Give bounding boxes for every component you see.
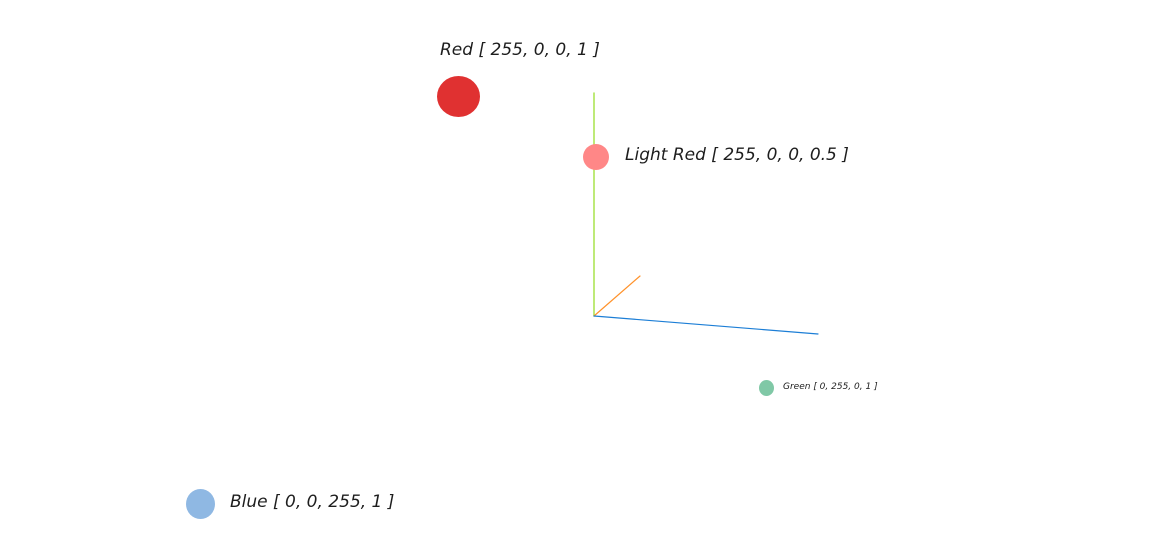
green-point-label: Green [ 0, 255, 0, 1 ] <box>783 382 878 392</box>
green-point <box>759 380 774 396</box>
blue-point <box>186 489 215 519</box>
blue-point-label: Blue [ 0, 0, 255, 1 ] <box>230 492 395 512</box>
light-red-point <box>583 144 609 170</box>
z-axis-line <box>593 315 819 335</box>
red-point-label: Red [ 255, 0, 0, 1 ] <box>440 40 600 60</box>
x-axis-line <box>593 275 641 317</box>
red-point <box>437 76 480 117</box>
light-red-point-label: Light Red [ 255, 0, 0, 0.5 ] <box>625 145 849 165</box>
